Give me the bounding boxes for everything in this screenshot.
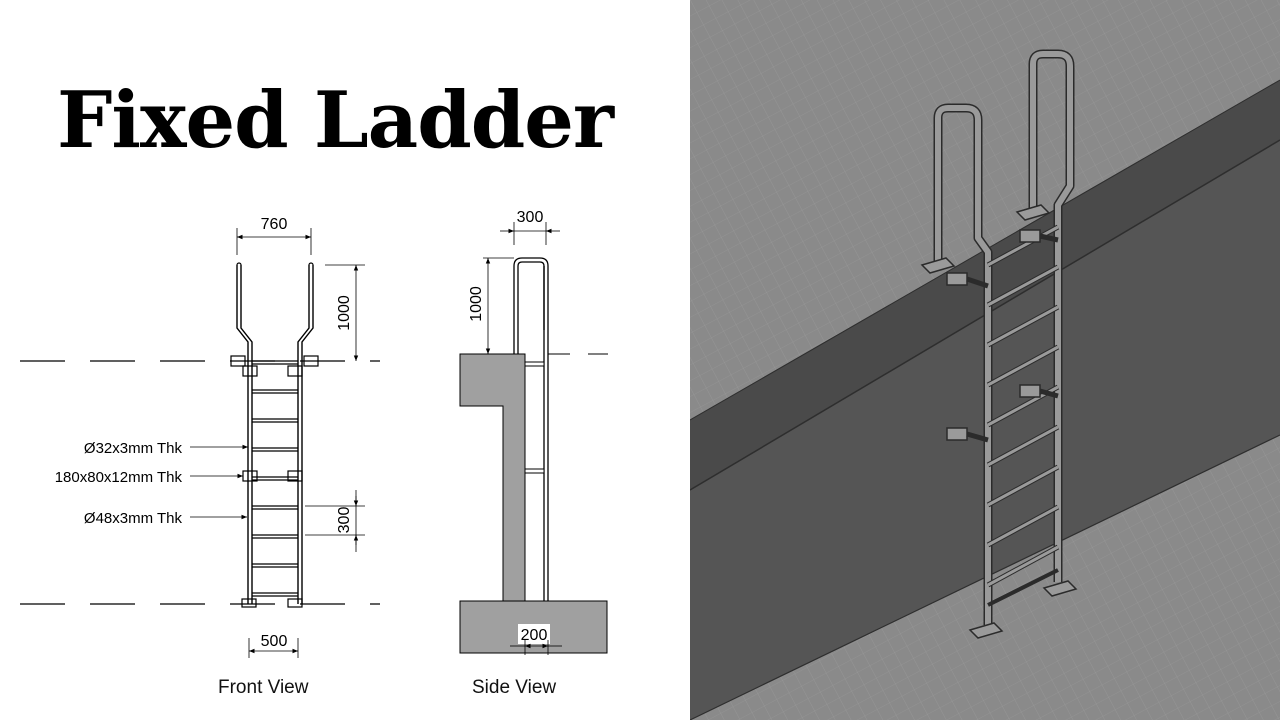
page-title: Fixed Ladder <box>56 75 614 166</box>
dim-760-label: 760 <box>261 216 288 233</box>
bottom-plate-left <box>241 598 257 608</box>
dim-1000-label: 1000 <box>336 295 353 331</box>
bracket-plate-top-right <box>287 365 303 377</box>
bracket-plate-mid-right <box>287 470 303 482</box>
front-rungs <box>252 360 298 597</box>
left-handrail <box>236 265 249 604</box>
top-plate-right <box>303 355 319 367</box>
dim-side-1000-label: 1000 <box>468 286 485 322</box>
side-view-caption: Side View <box>472 677 557 698</box>
technical-drawing: 760 1000 300 500 Ø32x3mm Thk 180x80x12mm… <box>20 209 608 658</box>
side-view <box>459 222 608 655</box>
dim-side-300-label: 300 <box>517 209 544 226</box>
drawing-panel: Fixed Ladder <box>20 75 614 698</box>
ladder-3d <box>920 49 1078 639</box>
bracket-plate-top-left <box>242 365 258 377</box>
callout-stile-label: Ø48x3mm Thk <box>84 510 183 527</box>
dim-500-label: 500 <box>261 633 288 650</box>
side-stile <box>513 257 549 601</box>
callout-plate-label: 180x80x12mm Thk <box>55 469 183 486</box>
isometric-render <box>690 0 1280 720</box>
render-panel <box>690 0 1280 720</box>
top-plate-left <box>230 355 246 367</box>
front-view-caption: Front View <box>218 677 309 698</box>
dim-side-200-label: 200 <box>521 627 548 644</box>
front-view <box>20 228 380 658</box>
side-bracket-mid <box>524 468 545 474</box>
right-handrail <box>297 265 310 604</box>
dim-300-label: 300 <box>336 507 353 534</box>
wall-section <box>459 353 526 605</box>
callout-rung-label: Ø32x3mm Thk <box>84 440 183 457</box>
bottom-plate-right <box>287 598 303 608</box>
side-bracket-top <box>524 361 545 367</box>
